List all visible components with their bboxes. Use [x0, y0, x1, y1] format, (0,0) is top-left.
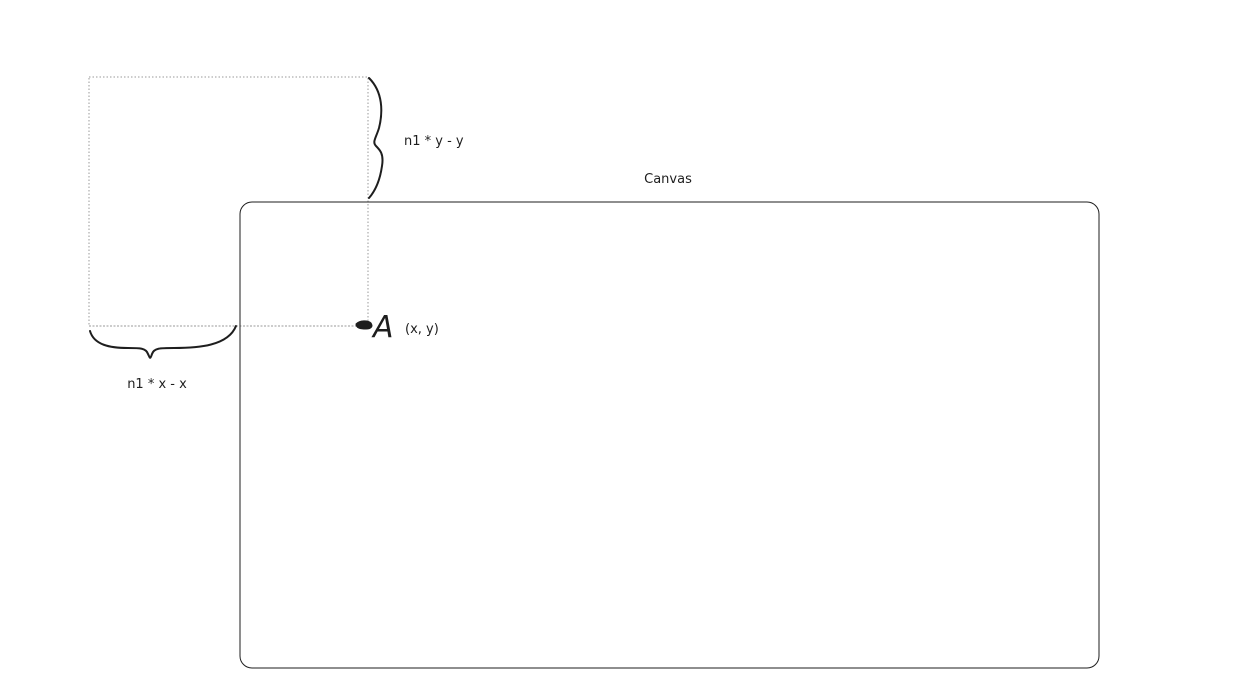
canvas-label: Canvas — [644, 172, 692, 187]
point-letter: A — [371, 310, 394, 345]
y-offset-brace — [368, 77, 384, 199]
x-offset-brace — [89, 325, 237, 359]
point-coordinates: (x, y) — [405, 322, 439, 337]
canvas-box — [239, 201, 1100, 669]
y-offset-label: n1 * y - y — [404, 134, 464, 149]
x-offset-label: n1 * x - x — [127, 377, 187, 392]
point-marker — [355, 320, 373, 330]
